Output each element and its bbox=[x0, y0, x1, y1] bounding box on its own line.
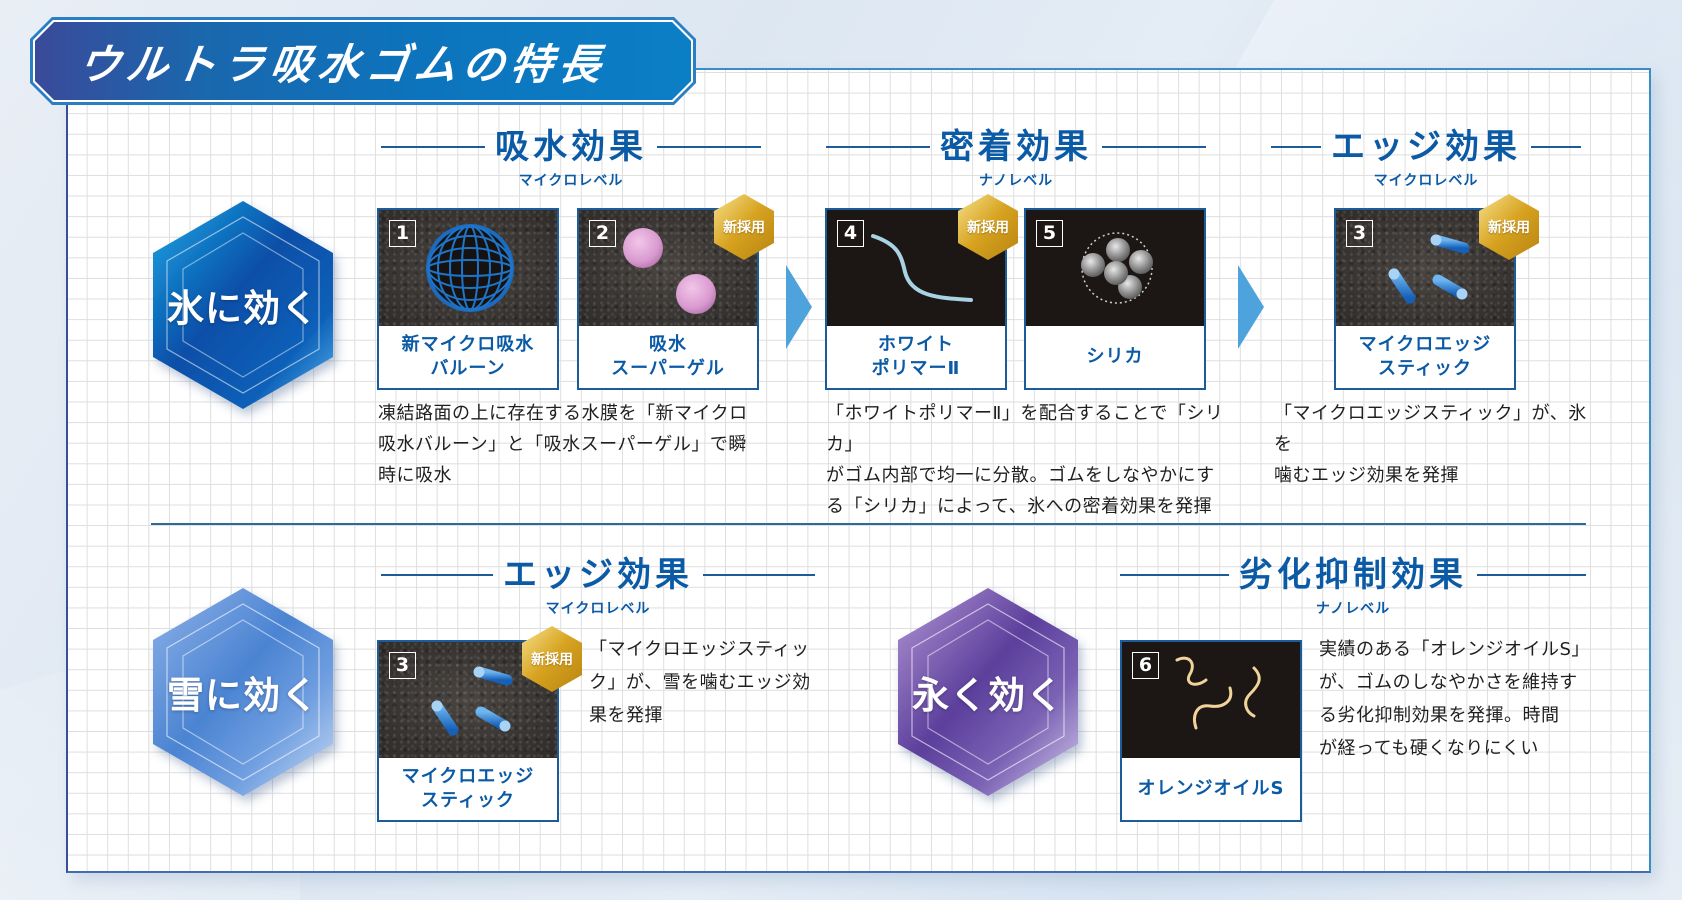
ice-category-badge: 氷に効く bbox=[151, 199, 335, 411]
section-heading-edge-snow: エッジ効果 マイクロレベル bbox=[381, 554, 815, 618]
new-adoption-badge: 新採用 bbox=[713, 193, 775, 261]
feature-card-orange-oil: 6 オレンジオイルS bbox=[1120, 640, 1302, 822]
feature-card-micro-edge-stick-snow: 3 マイクロエッジ スティック bbox=[377, 640, 559, 822]
card-label: ホワイト ポリマーⅡ bbox=[871, 334, 961, 379]
edge-sticks-icon bbox=[431, 666, 513, 736]
hexagon-icon bbox=[153, 588, 333, 796]
page-title: ウルトラ吸水ゴムの特長 bbox=[75, 39, 611, 89]
new-adoption-badge: 新採用 bbox=[521, 625, 583, 693]
level-label: ナノレベル bbox=[1315, 601, 1391, 617]
snow-category-badge: 雪に効く bbox=[151, 586, 335, 798]
section-heading-edge-ice: エッジ効果 マイクロレベル bbox=[1271, 126, 1581, 190]
degradation-suppression-description: 実績のある「オレンジオイルS」 が、ゴムのしなやかさを維持す る劣化抑制効果を発… bbox=[1319, 639, 1590, 759]
edge-sticks-icon bbox=[1388, 234, 1470, 304]
card-number: 5 bbox=[1036, 220, 1063, 247]
level-label: マイクロレベル bbox=[1373, 173, 1479, 189]
title-banner: ウルトラ吸水ゴムの特長 bbox=[30, 17, 696, 105]
feature-card-silica: 5 シリカ bbox=[1024, 208, 1206, 390]
long-lasting-badge-label: 永く効く bbox=[912, 674, 1064, 717]
adhesion-description: 「ホワイトポリマーⅡ」を配合することで「シリカ」 がゴム内部で均一に分散。ゴムを… bbox=[826, 403, 1224, 517]
level-label: ナノレベル bbox=[978, 173, 1054, 189]
card-number: 3 bbox=[1346, 220, 1373, 247]
edge-ice-description: 「マイクロエッジスティック」が、氷を 噛むエッジ効果を発揮 bbox=[1274, 403, 1587, 486]
hexagon-icon bbox=[153, 201, 333, 409]
snow-badge-label: 雪に効く bbox=[167, 674, 319, 717]
edge-snow-description: 「マイクロエッジスティッ ク」が、雪を噛むエッジ効 果を発揮 bbox=[589, 639, 811, 726]
feature-card-white-polymer: 4 ホワイト ポリマーⅡ bbox=[825, 208, 1007, 390]
section-heading-adhesion: 密着効果 ナノレベル bbox=[826, 126, 1206, 190]
new-adoption-badge: 新採用 bbox=[1478, 193, 1540, 261]
orange-oil-strands-icon bbox=[1175, 656, 1261, 730]
card-label: 吸水 スーパーゲル bbox=[611, 334, 725, 379]
level-label: マイクロレベル bbox=[545, 601, 651, 617]
card-number: 4 bbox=[837, 220, 864, 247]
row-divider bbox=[151, 523, 1586, 525]
pink-gel-beads-icon bbox=[623, 228, 716, 314]
card-label: マイクロエッジ スティック bbox=[1358, 334, 1492, 379]
card-label: マイクロエッジ スティック bbox=[401, 766, 535, 811]
new-adoption-badge: 新採用 bbox=[957, 193, 1019, 261]
card-label: 新マイクロ吸水 バルーン bbox=[401, 334, 535, 379]
water-absorption-description: 凍結路面の上に存在する水膜を「新マイクロ 吸水バルーン」と「吸水スーパーゲル」で… bbox=[378, 403, 748, 486]
long-lasting-category-badge: 永く効く bbox=[896, 586, 1080, 798]
polymer-strand-icon bbox=[871, 234, 973, 302]
card-label: オレンジオイルS bbox=[1137, 778, 1285, 799]
card-number: 6 bbox=[1132, 652, 1159, 679]
section-heading-degradation-suppression: 劣化抑制効果 ナノレベル bbox=[1120, 554, 1586, 618]
card-number: 2 bbox=[589, 220, 616, 247]
card-number: 1 bbox=[389, 220, 416, 247]
hexagon-icon bbox=[898, 588, 1078, 796]
card-label: シリカ bbox=[1086, 346, 1144, 367]
card-number: 3 bbox=[389, 652, 416, 679]
ice-badge-label: 氷に効く bbox=[167, 287, 319, 330]
section-heading-water-absorption: 吸水効果 マイクロレベル bbox=[381, 126, 761, 190]
silica-cluster-icon bbox=[1081, 232, 1153, 304]
level-label: マイクロレベル bbox=[518, 173, 624, 189]
feature-card-micro-balloon: 1 新マイクロ吸水 バルーン bbox=[377, 208, 559, 390]
mesh-sphere-icon bbox=[426, 224, 514, 312]
